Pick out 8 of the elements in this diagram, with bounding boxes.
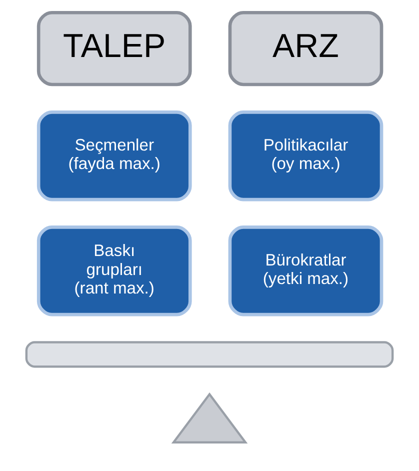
node-box: TALEP — [36, 10, 192, 86]
node-box: Seçmenler (fayda max.) — [36, 110, 192, 202]
node-triangle — [171, 392, 248, 444]
node-box: Politikacılar (oy max.) — [228, 110, 384, 202]
node-box: Baskı grupları (rant max.) — [36, 226, 192, 316]
node-box: ARZ — [228, 10, 384, 86]
node-box: Bürokratlar (yetki max.) — [228, 226, 384, 316]
node-bar — [25, 341, 394, 368]
